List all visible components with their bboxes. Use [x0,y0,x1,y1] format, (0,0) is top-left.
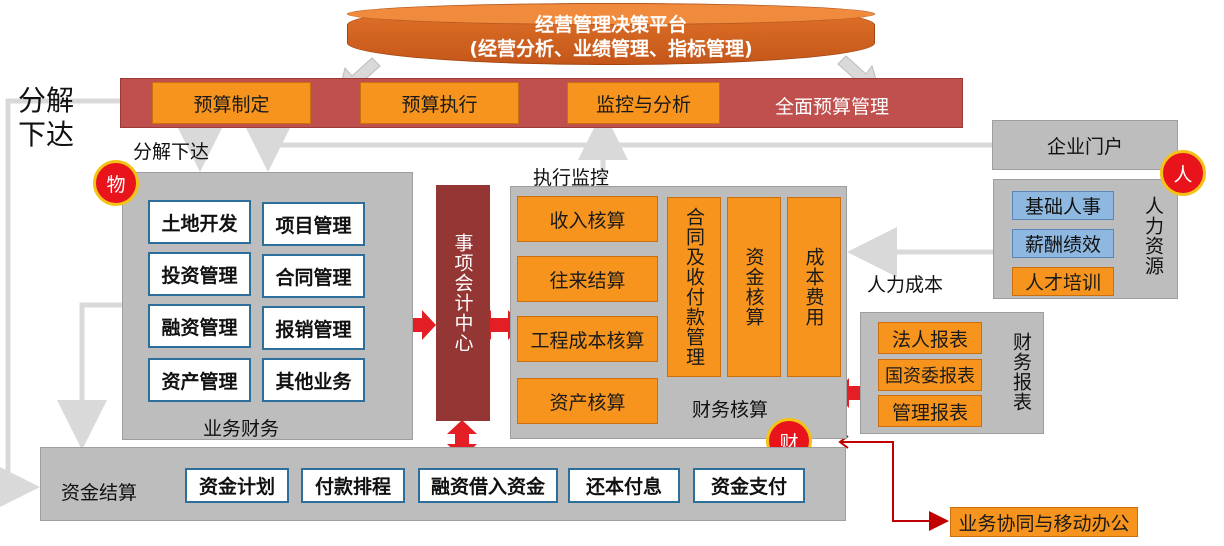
budget-bar-title: 全面预算管理 [775,96,890,118]
report-item-legal[interactable]: 法人报表 [878,322,982,354]
decompose-big-label: 分解 下达 [18,84,75,151]
reports-title: 财务报表 [1010,332,1032,412]
bf-item-investment[interactable]: 投资管理 [148,252,251,296]
enterprise-portal[interactable]: 企业门户 [992,120,1178,170]
bf-item-land[interactable]: 土地开发 [148,200,251,244]
decompose-small-label: 分解下达 [133,141,210,163]
mobile-connector-arrow [840,441,949,531]
mobile-office-box[interactable]: 业务协同与移动办公 [950,507,1138,537]
funds-title: 资金结算 [61,482,138,504]
accounting-title: 财务核算 [692,399,769,421]
acct-item-revenue[interactable]: 收入核算 [517,196,658,242]
bf-item-financing[interactable]: 融资管理 [148,304,251,348]
hr-title: 人力资源 [1142,196,1164,276]
bf-item-other[interactable]: 其他业务 [262,358,365,402]
bf-item-project[interactable]: 项目管理 [262,202,365,246]
budget-item-monitoring[interactable]: 监控与分析 [567,82,720,124]
hr-item-training[interactable]: 人才培训 [1012,267,1114,296]
hr-item-basic[interactable]: 基础人事 [1012,191,1114,220]
acct-item-funds[interactable]: 资金核算 [727,197,781,377]
hr-item-compensation[interactable]: 薪酬绩效 [1012,229,1114,258]
event-accounting-center[interactable]: 事项会计中心 [436,185,490,421]
portal-line [243,122,992,172]
bf-item-reimbursement[interactable]: 报销管理 [262,306,365,350]
funds-item-repayment[interactable]: 还本付息 [568,468,680,503]
platform-subtitle: (经营分析、业绩管理、指标管理) [469,38,753,60]
acct-item-contract-payment[interactable]: 合同及收付款管理 [667,197,721,377]
report-item-management[interactable]: 管理报表 [878,395,982,427]
decision-platform[interactable]: 经营管理决策平台 (经营分析、业绩管理、指标管理) [347,3,875,65]
business-finance-title: 业务财务 [203,418,280,440]
budget-item-planning[interactable]: 预算制定 [152,82,311,124]
exec-monitor-label: 执行监控 [533,167,610,189]
decompose-loop-arrow [0,98,152,512]
bf-item-asset[interactable]: 资产管理 [148,358,251,402]
acct-item-cost-expense[interactable]: 成本费用 [787,197,841,377]
funds-item-payment[interactable]: 资金支付 [693,468,805,503]
business-to-funds-arrow [57,302,122,450]
bf-item-contract[interactable]: 合同管理 [262,254,365,298]
funds-item-borrowing[interactable]: 融资借入资金 [418,468,558,503]
business-finance-badge: 物 [93,160,139,206]
budget-item-execution[interactable]: 预算执行 [360,82,519,124]
acct-item-project-cost[interactable]: 工程成本核算 [517,316,658,362]
funds-item-plan[interactable]: 资金计划 [185,468,289,503]
acct-item-asset[interactable]: 资产核算 [517,378,658,424]
hr-badge: 人 [1160,150,1206,196]
platform-title: 经营管理决策平台 [534,14,687,36]
hr-cost-label: 人力成本 [867,274,944,296]
funds-item-scheduling[interactable]: 付款排程 [301,468,405,503]
report-item-sasac[interactable]: 国资委报表 [878,359,982,391]
acct-item-receivables[interactable]: 往来结算 [517,256,658,302]
